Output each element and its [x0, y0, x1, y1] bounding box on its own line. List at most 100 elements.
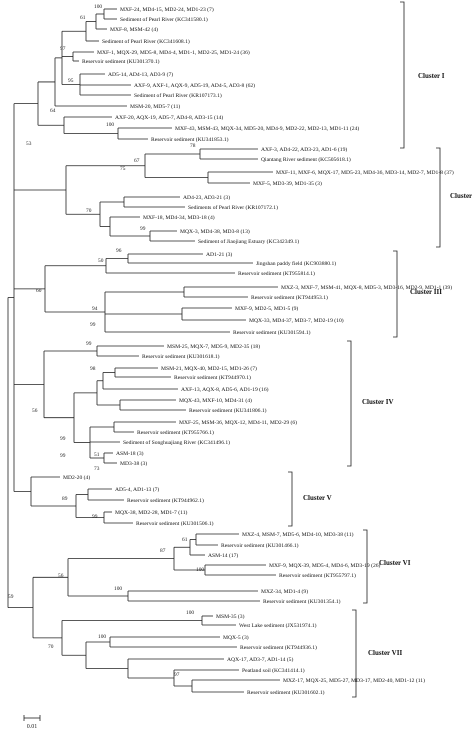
- leaf-label: Jingshan paddy field (KC903880.1): [256, 260, 336, 267]
- leaf-label: AXF-9, AXF-1, AQX-9, AD5-19, AD4-5, AD3-…: [134, 82, 255, 89]
- leaf-label: Reservoir sediment (KU341853.1): [151, 136, 229, 143]
- leaf-label: AXF-20, AQX-19, AD5-7, AD4-8, AD3-15 (14…: [115, 114, 223, 121]
- leaf-label: Sediment of Songhuajiang River (KC341496…: [123, 439, 230, 446]
- leaf-label: Reservoir sediment (KT944962.1): [127, 497, 204, 504]
- bootstrap-value: 97: [174, 672, 180, 678]
- bootstrap-value: 70: [86, 208, 92, 214]
- leaf-label: MXF-18, MD4-34, MD3-18 (4): [143, 214, 215, 221]
- bootstrap-value: 61: [80, 15, 86, 21]
- cluster-label: Cluster IV: [362, 398, 394, 406]
- bootstrap-value: 70: [48, 644, 54, 650]
- leaf-label: Sediment of Pearl River (KC341580.1): [120, 16, 208, 23]
- leaf-label: Reservoir sediment (KU341806.1): [189, 407, 267, 414]
- cluster-label: Cluster III: [410, 288, 442, 296]
- leaf-label: MXF-5, MD3-39, MD1-35 (3): [253, 180, 322, 187]
- leaf-label: MD3-38 (3): [120, 460, 147, 467]
- bootstrap-value: 56: [58, 573, 64, 579]
- leaf-label: AD4-23, AD3-21 (3): [183, 194, 230, 201]
- leaf-label: West Lake sediment (JX531974.1): [239, 622, 317, 629]
- leaf-label: Reservoir sediment (KU301602.1): [247, 689, 325, 696]
- bootstrap-value: 100: [114, 586, 122, 592]
- leaf-label: Qiantang River sediment (KC505618.1): [261, 156, 351, 163]
- leaf-label: MQX-38, MD2-28, MD1-7 (11): [115, 509, 187, 516]
- leaf-label: AXF-13, AQX-8, AD5-6, AD1-19 (16): [181, 386, 269, 393]
- leaf-label: Sediments of Pearl River (KR107172.1): [188, 204, 278, 211]
- bootstrap-value: 99: [86, 341, 92, 347]
- bootstrap-value: 53: [26, 141, 32, 147]
- bootstrap-value: 100: [94, 4, 102, 10]
- leaf-label: Reservoir sediment (KT944936.1): [240, 644, 317, 651]
- leaf-label: MXF-24, MD4-15, MD2-24, MD1-23 (7): [120, 6, 214, 13]
- bootstrap-value: 51: [94, 452, 100, 458]
- leaf-labels: MXF-24, MD4-15, MD2-24, MD1-23 (7) Sedime…: [63, 6, 454, 696]
- bootstrap-value: 98: [90, 366, 96, 372]
- bootstrap-value: 56: [32, 408, 38, 414]
- leaf-label: MXZ-3, MXF-7, MSM-41, MQX-8, MD5-3, MD3-…: [281, 284, 452, 291]
- bootstrap-value: 61: [182, 537, 188, 543]
- leaf-label: Reservoir sediment (KU301466.1): [221, 542, 299, 549]
- cluster-bracket: Cluster II: [436, 147, 474, 248]
- bootstrap-value: 99: [92, 514, 98, 520]
- leaf-label: AD5-14, AD4-13, AD3-9 (7): [108, 71, 173, 78]
- cluster-bracket: Cluster VI: [363, 529, 411, 604]
- leaf-label: Sediment of Pearl River (KR107173.1): [134, 92, 222, 99]
- cluster-label: Cluster II: [450, 192, 474, 200]
- cluster-bracket-line: [288, 471, 293, 527]
- bootstrap-value: 73: [94, 466, 100, 472]
- bootstrap-value: 95: [68, 78, 74, 84]
- cluster-bracket: Cluster III: [393, 250, 442, 338]
- leaf-label: MXZ-34, MD1-4 (9): [261, 588, 308, 595]
- bootstrap-value: 78: [190, 143, 196, 149]
- bootstrap-value: 97: [60, 46, 66, 52]
- leaf-label: AD1-21 (3): [206, 251, 232, 258]
- cluster-bracket-line: [352, 609, 357, 698]
- leaf-label: MXF-25, MSM-36, MQX-12, MD4-11, MD2-29 (…: [179, 419, 297, 426]
- bootstrap-value: 94: [92, 306, 98, 312]
- leaf-label: ASM-18 (3): [116, 450, 144, 457]
- bootstrap-value: 100: [98, 634, 106, 640]
- leaf-label: Reservoir sediment (KT955766.1): [137, 429, 214, 436]
- bootstrap-value: 99: [90, 322, 96, 328]
- leaf-label: ASM-14 (17): [208, 552, 238, 559]
- bootstrap-value: 59: [8, 594, 14, 600]
- leaf-label: AQX-17, AD3-7, AD1-14 (5): [227, 656, 293, 663]
- bootstrap-value: 99: [60, 436, 66, 442]
- leaf-label: Reservoir sediment (KT944953.1): [251, 294, 328, 301]
- bootstrap-value: 64: [50, 108, 56, 114]
- cluster-brackets: Cluster I Cluster II Cluster III Cluster IV…: [288, 1, 474, 698]
- leaf-label: MQX-5 (3): [223, 634, 249, 641]
- leaf-label: MSM-21, MQX-40, MD2-15, MD1-26 (7): [161, 365, 257, 372]
- cluster-bracket-line: [393, 250, 398, 338]
- cluster-bracket-line: [363, 529, 368, 604]
- bootstrap-value: 87: [160, 548, 166, 554]
- cluster-bracket: Cluster V: [288, 471, 332, 527]
- cluster-bracket-line: [347, 340, 352, 467]
- leaf-label: AD5-4, AD1-13 (7): [115, 486, 159, 493]
- cluster-label: Cluster V: [303, 494, 332, 502]
- leaf-label: Reservoir sediment (KU301594.1): [233, 329, 311, 336]
- leaf-label: MQX-3, MD4-38, MD3-8 (13): [180, 228, 250, 235]
- tree-branches: [7, 8, 280, 693]
- bootstrap-value: 96: [116, 248, 122, 254]
- leaf-label: MQX-43, MXF-10, MD4-31 (4): [179, 397, 252, 404]
- leaf-label: MXF-43, MSM-43, MQX-34, MD5-20, MD4-9, M…: [175, 125, 359, 132]
- cluster-label: Cluster VI: [379, 559, 411, 567]
- leaf-label: MXZ-4, MSM-7, MD5-6, MD4-10, MD3-38 (11): [242, 531, 354, 538]
- leaf-label: Reservoir sediment (KT944970.1): [174, 374, 251, 381]
- cluster-bracket: Cluster IV: [347, 340, 394, 467]
- bootstrap-value: 100: [186, 610, 194, 616]
- bootstrap-value: 50: [98, 258, 104, 264]
- cluster-bracket-line: [400, 1, 405, 149]
- bootstrap-value: 100: [196, 567, 204, 573]
- leaf-label: AXF-3, AD4-22, AD3-23, AD1-6 (19): [261, 146, 347, 153]
- cluster-label: Cluster I: [418, 72, 445, 80]
- cluster-bracket: Cluster I: [400, 1, 445, 149]
- leaf-label: Reservoir sediment (KT955797.1): [279, 572, 356, 579]
- leaf-label: Peatland soil (KC341414.1): [242, 667, 305, 674]
- leaf-label: MXF-9, MD2-5, MD1-5 (9): [235, 305, 298, 312]
- cluster-label: Cluster VII: [368, 649, 402, 657]
- bootstrap-value: 99: [60, 453, 66, 459]
- leaf-label: MSM-25, MQX-7, MD5-9, MD2-35 (18): [167, 343, 260, 350]
